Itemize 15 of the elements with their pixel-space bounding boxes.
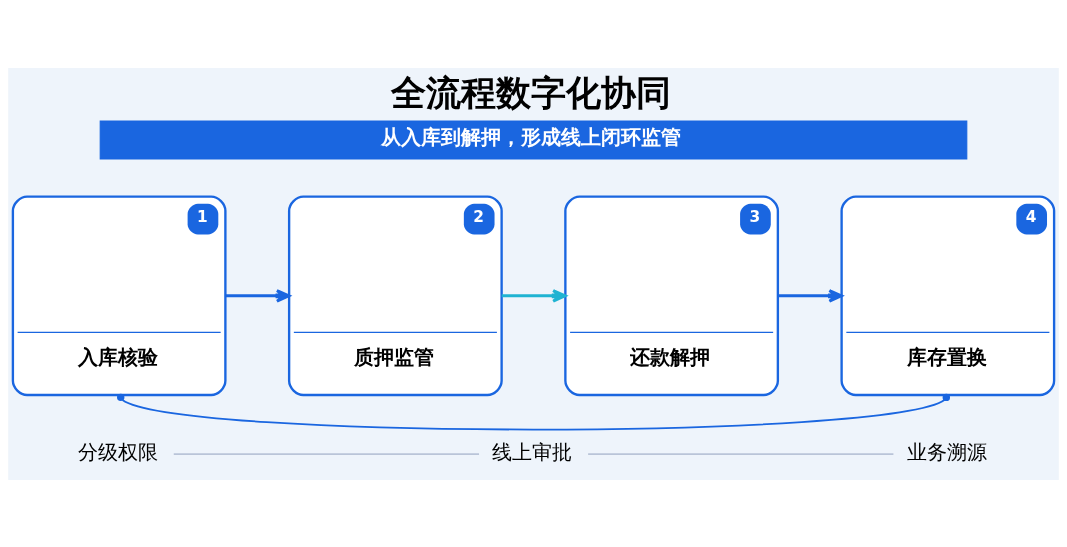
node-box: 2 质押监管	[287, 195, 503, 396]
node-box: 1 入库核验	[11, 195, 227, 396]
node-box: 4 库存置换	[840, 195, 1056, 396]
connector	[117, 393, 951, 430]
node-text: 分级权限	[77, 439, 158, 464]
arrow	[225, 288, 291, 303]
node-text: 线上审批	[492, 439, 573, 464]
node-box: 从入库到解押，形成线上闭环监管	[99, 120, 968, 159]
arrow	[777, 288, 843, 303]
connector	[172, 452, 480, 455]
connector	[587, 452, 895, 455]
diagram-title: 全流程数字化协同	[391, 71, 672, 113]
node-box: 3 还款解押	[564, 195, 780, 396]
node-text: 业务溯源	[906, 439, 987, 464]
arrow	[501, 288, 567, 303]
